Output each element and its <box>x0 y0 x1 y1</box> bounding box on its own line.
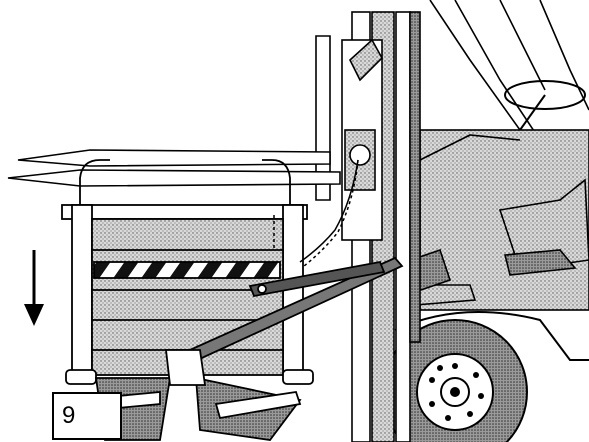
release-lever <box>164 256 404 386</box>
forklift-forks <box>7 35 341 201</box>
safety-chain <box>273 159 359 267</box>
forklift-mast <box>341 11 421 442</box>
step-number: 9 <box>62 402 76 429</box>
container <box>61 159 314 441</box>
arrow-down-icon <box>24 250 44 326</box>
forklift-wheel <box>382 319 528 442</box>
step-number-label: 9 <box>52 392 122 440</box>
forklift-cab <box>394 0 589 361</box>
